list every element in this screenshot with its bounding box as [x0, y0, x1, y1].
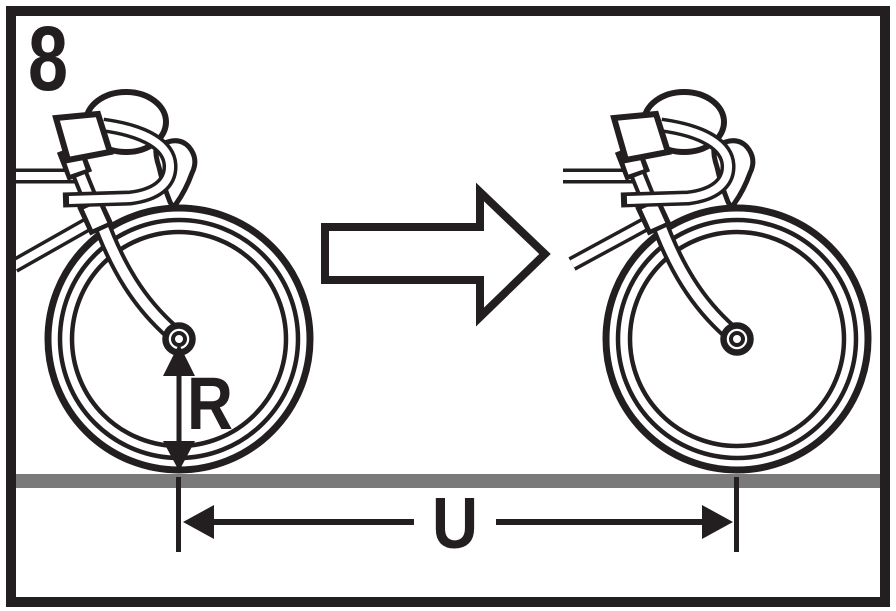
- right-down-tube-stub-inner: [570, 215, 657, 268]
- radius-dimension: R: [163, 344, 233, 471]
- figure-number: 8: [28, 8, 68, 110]
- radius-label: R: [187, 362, 233, 445]
- ground-line: [16, 474, 880, 488]
- rollout-arrowhead-right-icon: [702, 505, 733, 539]
- radius-arrowhead-up-icon: [163, 344, 195, 376]
- radius-arrowhead-down-icon: [163, 441, 195, 471]
- left-down-tube-inner: [12, 215, 99, 270]
- rollout-dimension: U: [176, 477, 739, 564]
- frame-border: [6, 6, 890, 607]
- rollout-label: U: [432, 484, 478, 564]
- right-bicycle: [606, 92, 868, 470]
- right-bicycle-frame-tubes: [563, 168, 659, 271]
- direction-arrow-icon: [321, 182, 551, 327]
- rollout-arrowhead-left-icon: [183, 505, 214, 539]
